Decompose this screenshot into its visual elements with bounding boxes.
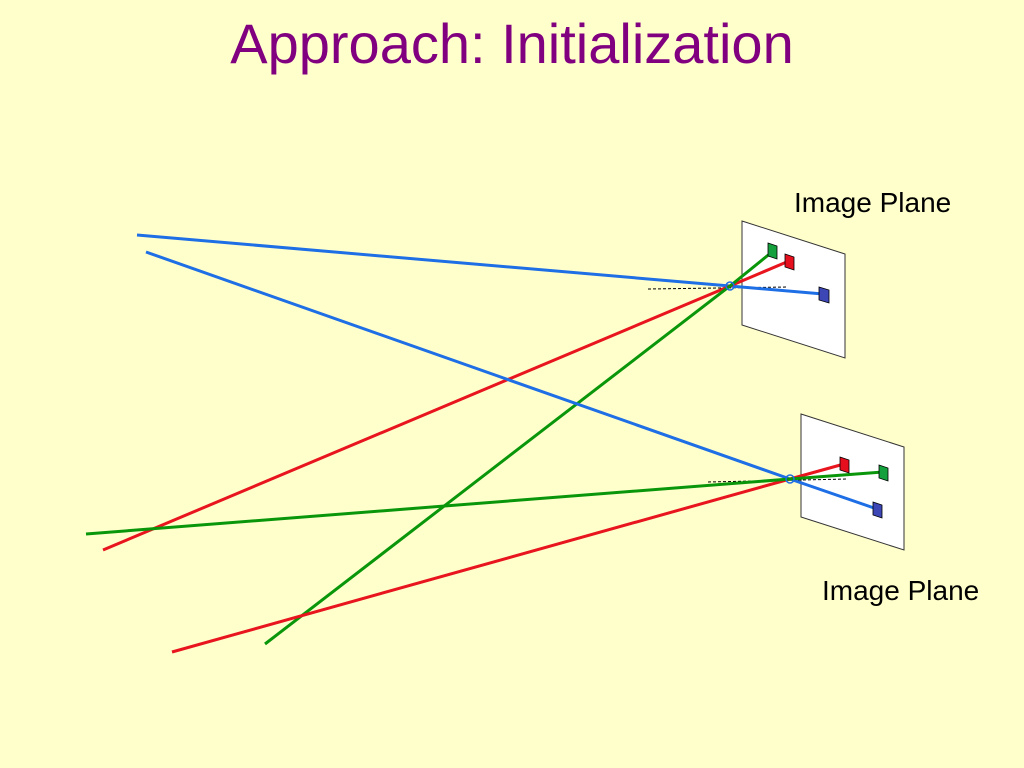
bottom-red-projection-marker	[839, 456, 850, 474]
slide-title: Approach: Initialization	[230, 12, 794, 75]
green-ray-bottom-camera	[85, 470, 884, 536]
red-ray-bottom-camera	[171, 462, 845, 654]
top-red-projection-marker	[784, 253, 795, 271]
top-image-plane-label: Image Plane	[794, 187, 952, 218]
green-ray-top-camera	[264, 250, 773, 646]
bottom-camera-center	[785, 474, 795, 484]
top-camera-center	[725, 281, 735, 291]
top-blue-projection-marker	[818, 286, 830, 304]
bottom-blue-projection-marker	[872, 501, 883, 519]
bottom-image-plane-label: Image Plane	[822, 575, 980, 606]
top-green-projection-marker	[767, 242, 778, 260]
bottom-green-projection-marker	[878, 464, 889, 482]
top-optical-axis	[647, 286, 789, 290]
bottom-image-plane	[800, 413, 905, 551]
